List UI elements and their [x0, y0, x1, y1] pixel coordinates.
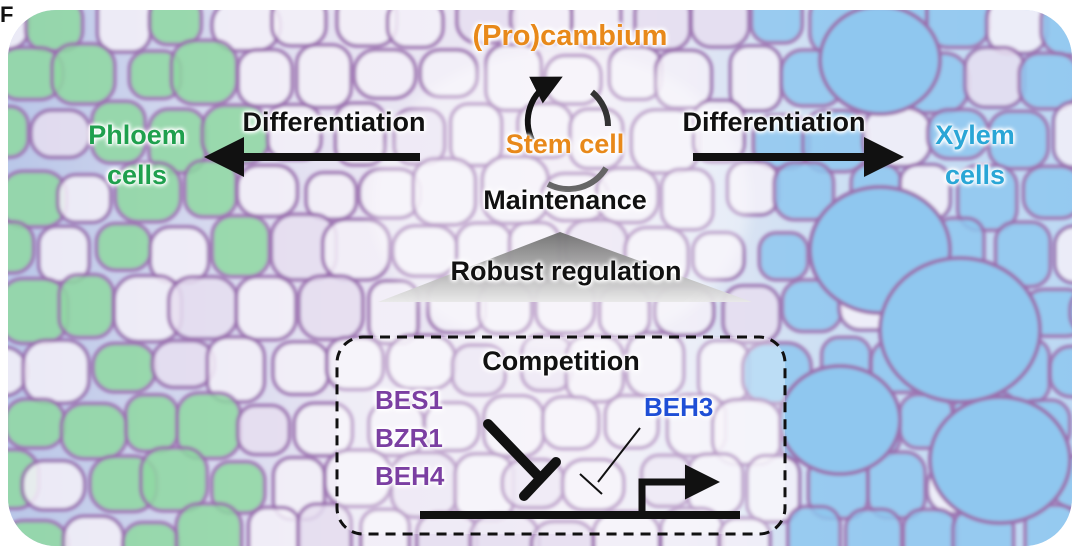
- tissue-cell: [91, 341, 158, 394]
- tissue-cell: [385, 10, 445, 50]
- tissue-cell: [8, 397, 67, 450]
- tissue-cell: [450, 343, 507, 397]
- xylem-label-line2: cells: [944, 160, 1006, 190]
- procambium-label: (Pro)cambium: [472, 20, 668, 52]
- tissue-cell: [721, 283, 782, 345]
- tissue-cell: [294, 43, 353, 110]
- tissue-cell: [422, 400, 481, 453]
- tissue-cell: [1048, 344, 1072, 399]
- tissue-cell: [59, 401, 129, 461]
- tissue-cell: [955, 163, 1019, 233]
- gene-beh4: BEH4: [375, 461, 445, 491]
- panel-letter: F: [0, 2, 14, 27]
- stem-cell-label: Stem cell: [505, 129, 625, 159]
- tissue-cell: [57, 272, 116, 340]
- strong-inhibition-symbol: [483, 419, 561, 501]
- tissue-cell: [235, 163, 300, 219]
- stem-cell-cycle-arrows: [524, 76, 612, 193]
- tissue-cell: [269, 10, 328, 48]
- tissue-cell: [21, 338, 91, 406]
- tissue-cell: [986, 109, 1051, 171]
- tissue-cell: [95, 10, 153, 54]
- tissue-cell: [786, 504, 843, 546]
- tissue-cell: [717, 516, 772, 546]
- tissue-cell: [689, 10, 751, 49]
- weak-inhibition-symbol: [579, 427, 641, 495]
- tissue-cell: [962, 45, 1027, 110]
- competition-label: Competition: [482, 346, 640, 376]
- tissue-cell: [1052, 224, 1072, 285]
- xylem-label-line1: Xylem: [935, 120, 1015, 150]
- tissue-cell: [901, 507, 959, 546]
- transcription-start-arrow: [638, 464, 720, 515]
- tissue-cell: [271, 340, 331, 397]
- xylem-vessel: [878, 256, 1042, 404]
- tissue-cell: [8, 518, 71, 546]
- robust-regulation-triangle: [378, 232, 752, 302]
- tissue-cell: [749, 10, 805, 45]
- tissue-cell: [50, 42, 117, 106]
- tissue-cell: [55, 172, 113, 225]
- tissue-cell: [123, 392, 180, 454]
- tissue-cell: [984, 10, 1049, 56]
- robust-regulation-label: Robust regulation: [450, 256, 682, 286]
- tissue-cell: [843, 507, 904, 546]
- tissue-cell: [90, 99, 147, 165]
- tissue-cell: [138, 445, 210, 513]
- tissue-cell: [1017, 51, 1072, 111]
- tissue-cell: [772, 160, 836, 222]
- phloem-label-line2: cells: [106, 160, 168, 190]
- tissue-cell: [20, 458, 87, 512]
- tissue-cell: [728, 44, 783, 113]
- tissue-cell: [333, 101, 387, 167]
- tissue-cell: [8, 104, 30, 160]
- tissue-cell: [236, 47, 295, 109]
- tissue-cell: [210, 213, 272, 279]
- tissue-cell: [150, 338, 217, 390]
- tissue-cell: [359, 507, 412, 546]
- differentiation-right-label: Differentiation: [682, 107, 866, 137]
- tissue-cell: [235, 403, 292, 457]
- tissue-cell: [94, 221, 153, 273]
- gene-bes1: BES1: [375, 385, 443, 415]
- tissue-cell: [540, 395, 601, 451]
- maintenance-label: Maintenance: [483, 185, 647, 215]
- tissue-cell: [61, 514, 126, 546]
- tissue-cell: [603, 393, 660, 450]
- tissue-cell: [295, 502, 353, 546]
- tissue-cell: [166, 274, 240, 341]
- tissue-cell: [174, 501, 244, 546]
- tissue-cell: [120, 520, 181, 546]
- tissue-cell: [169, 38, 239, 106]
- tissue-cell: [297, 273, 365, 342]
- tissue-cell: [1051, 100, 1072, 170]
- tissue-cell: [352, 47, 418, 101]
- tissue-cell: [8, 219, 36, 275]
- tissue-cell: [757, 231, 810, 282]
- tissue-cell: [1068, 283, 1072, 340]
- xylem-vessel: [778, 364, 902, 476]
- xylem-vessel: [928, 395, 1072, 525]
- tissue-cell: [324, 335, 386, 392]
- tissue-cell: [1021, 164, 1072, 220]
- tissue-cell: [234, 274, 298, 342]
- tissue-cell: [246, 505, 302, 546]
- tissue-cell: [569, 10, 623, 49]
- tissue-cell: [625, 330, 686, 398]
- tissue-cell: [113, 160, 183, 224]
- phloem-label-line1: Phloem: [88, 120, 186, 150]
- differentiation-left-label: Differentiation: [242, 107, 426, 137]
- tissue-cell: [29, 108, 92, 160]
- tissue-cell: [304, 170, 359, 222]
- xylem-vessel: [818, 10, 942, 116]
- gene-beh3: BEH3: [644, 392, 714, 422]
- gene-bzr1: BZR1: [375, 423, 443, 453]
- tissue-cell: [1039, 10, 1072, 57]
- tissue-cell: [147, 10, 204, 47]
